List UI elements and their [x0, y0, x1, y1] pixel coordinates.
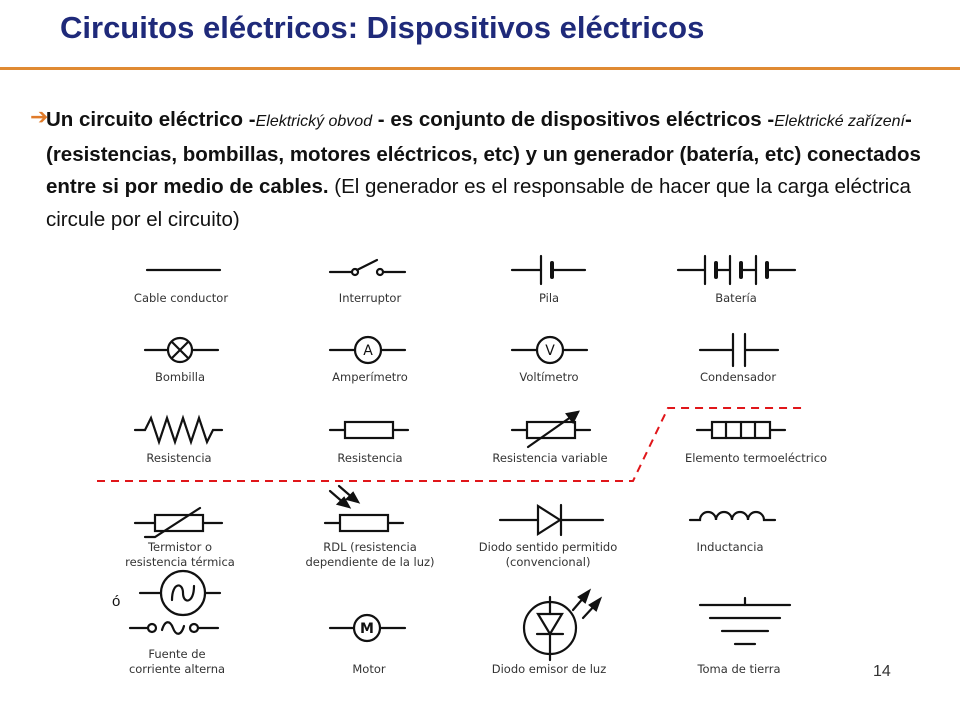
label-ldr-2: dependiente de la luz): [305, 555, 434, 569]
ac-source-circle-symbol: [138, 569, 222, 617]
ground-symbol: [698, 596, 792, 646]
label-cable: Cable conductor: [134, 291, 228, 305]
alt-or-label: ó: [112, 593, 120, 610]
label-diode-1: Diodo sentido permitido: [479, 540, 617, 554]
body-bold-1: Un circuito eléctrico -: [46, 108, 256, 131]
ac-source-symbol: [128, 621, 220, 635]
label-thermistor-1: Termistor o: [147, 540, 212, 554]
bullet-arrow-icon: ➔: [30, 104, 49, 129]
motor-letter: M: [360, 621, 374, 637]
label-thermistor-2: resistencia térmica: [125, 555, 235, 569]
ammeter-symbol: [328, 335, 407, 365]
label-cell: Pila: [539, 291, 559, 305]
page-number: 14: [873, 663, 891, 680]
label-ground: Toma de tierra: [696, 662, 780, 676]
label-ammeter: Amperímetro: [332, 370, 408, 384]
inductor-symbol: [688, 510, 777, 522]
label-inductor: Inductancia: [696, 540, 763, 554]
label-variable-resistor: Resistencia variable: [492, 451, 607, 465]
diode-symbol: [498, 503, 605, 537]
label-resistor-box: Resistencia: [337, 451, 402, 465]
label-capacitor: Condensador: [700, 370, 776, 384]
led-symbol: [522, 588, 603, 662]
lamp-symbol: [143, 336, 220, 364]
resistor-box-symbol: [328, 420, 410, 440]
ldr-symbol: [323, 484, 405, 533]
label-ac-source-2: corriente alterna: [129, 662, 225, 676]
slide-title: Circuitos eléctricos: Dispositivos eléct…: [60, 10, 705, 45]
label-battery: Batería: [715, 291, 757, 305]
label-resistor-zigzag: Resistencia: [146, 451, 211, 465]
label-lamp: Bombilla: [155, 370, 205, 384]
label-ac-source-1: Fuente de: [148, 647, 205, 661]
resistor-zigzag-symbol: [133, 414, 224, 446]
variable-resistor-symbol: [510, 410, 592, 449]
thermoelectric-symbol: [695, 420, 787, 440]
body-bold-2: - es conjunto de dispositivos eléctricos…: [372, 108, 775, 131]
body-regular: (El generador es el responsable de hacer…: [46, 175, 911, 231]
battery-symbol: [676, 254, 797, 286]
thermistor-symbol: [133, 506, 224, 539]
label-voltmeter: Voltímetro: [519, 370, 578, 384]
label-ldr-1: RDL (resistencia: [323, 540, 417, 554]
label-motor: Motor: [352, 662, 386, 676]
label-thermoelectric: Elemento termoeléctrico: [685, 451, 827, 465]
body-bold-3: - (resistencias, bombillas, motores eléc…: [46, 108, 921, 198]
czech-term-2: Elektrické zařízení: [774, 113, 905, 130]
label-led: Diodo emisor de luz: [492, 662, 607, 676]
body-paragraph: Un circuito eléctrico -Elektrický obvod …: [46, 104, 926, 236]
capacitor-symbol: [698, 332, 780, 368]
motor-symbol: [328, 613, 407, 643]
label-diode-2: (convencional): [506, 555, 591, 569]
label-switch: Interruptor: [339, 291, 402, 305]
czech-term-1: Elektrický obvod: [255, 113, 373, 130]
switch-symbol: [328, 258, 407, 277]
title-underline: [0, 67, 960, 70]
category-divider: [97, 407, 805, 482]
voltmeter-symbol: [510, 335, 589, 365]
ammeter-letter: A: [363, 343, 373, 359]
voltmeter-letter: V: [545, 343, 555, 359]
cell-symbol: [510, 254, 587, 286]
